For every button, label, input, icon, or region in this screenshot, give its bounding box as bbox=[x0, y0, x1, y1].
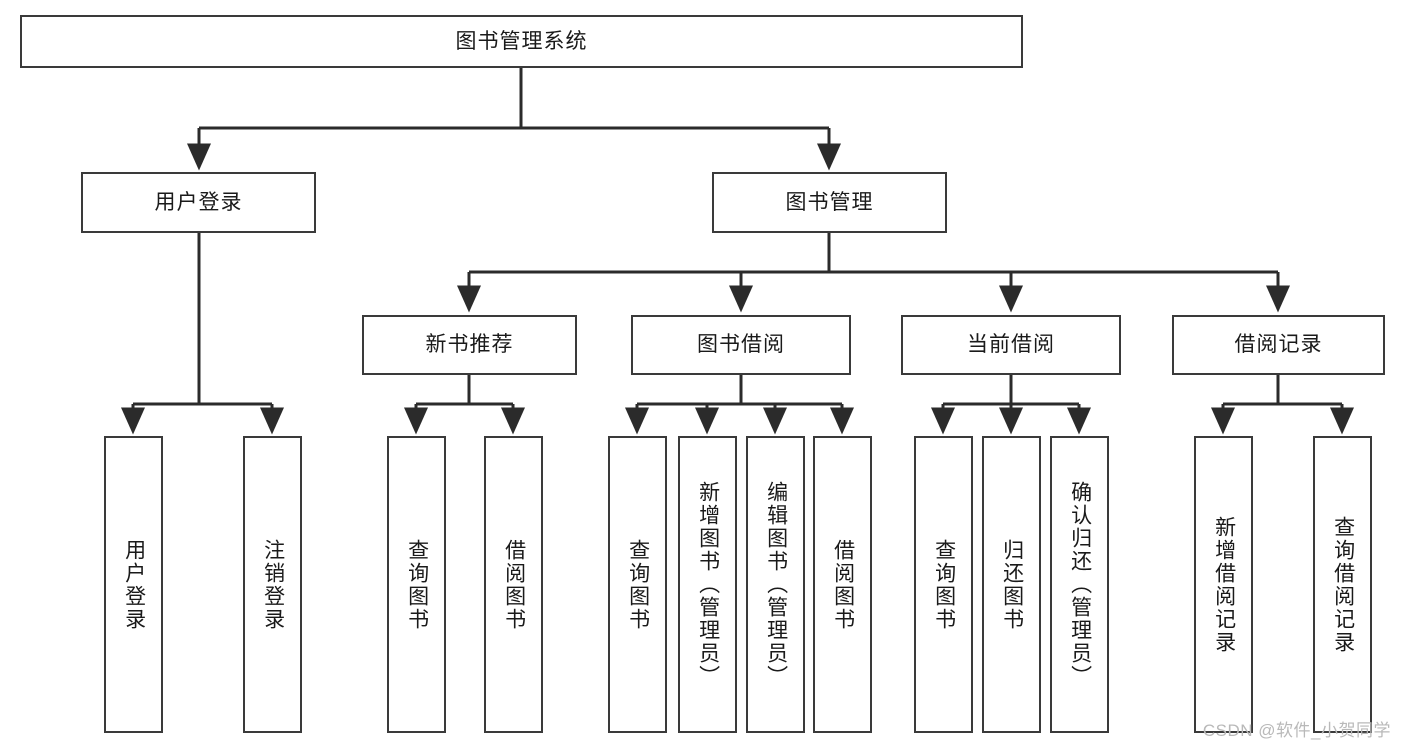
node-leaf-borrow-book-2-label: 借阅图书 bbox=[831, 538, 855, 631]
node-user-login-label: 用户登录 bbox=[154, 190, 243, 214]
watermark-text: CSDN @软件_小贺同学 bbox=[1202, 721, 1391, 740]
node-leaf-query-borrow-record-label: 查询借阅记录 bbox=[1331, 515, 1355, 654]
node-leaf-borrow-book-1[interactable]: 借阅图书 bbox=[484, 436, 543, 733]
node-borrow-record-label: 借阅记录 bbox=[1234, 333, 1323, 357]
node-current-borrow[interactable]: 当前借阅 bbox=[901, 315, 1121, 375]
node-root[interactable]: 图书管理系统 bbox=[20, 15, 1023, 68]
node-leaf-query-book-2-label: 查询图书 bbox=[626, 538, 650, 631]
node-book-management[interactable]: 图书管理 bbox=[712, 172, 947, 233]
node-leaf-logout-login[interactable]: 注销登录 bbox=[243, 436, 302, 733]
node-leaf-confirm-return-admin[interactable]: 确认归还（管理员） bbox=[1050, 436, 1109, 733]
node-leaf-return-book-label: 归还图书 bbox=[1000, 538, 1024, 631]
node-leaf-query-book-1[interactable]: 查询图书 bbox=[387, 436, 446, 733]
node-user-login[interactable]: 用户登录 bbox=[81, 172, 316, 233]
node-leaf-logout-login-label: 注销登录 bbox=[261, 538, 285, 631]
node-leaf-return-book[interactable]: 归还图书 bbox=[982, 436, 1041, 733]
node-leaf-add-borrow-record-label: 新增借阅记录 bbox=[1212, 515, 1236, 654]
node-leaf-borrow-book-1-label: 借阅图书 bbox=[502, 538, 526, 631]
node-leaf-edit-book-admin-label: 编辑图书（管理员） bbox=[764, 481, 788, 688]
node-current-borrow-label: 当前借阅 bbox=[967, 333, 1055, 357]
node-leaf-add-book-admin[interactable]: 新增图书（管理员） bbox=[678, 436, 737, 733]
node-leaf-user-login[interactable]: 用户登录 bbox=[104, 436, 163, 733]
node-new-book-recommend-label: 新书推荐 bbox=[425, 333, 514, 357]
node-borrow-record[interactable]: 借阅记录 bbox=[1172, 315, 1385, 375]
node-leaf-user-login-label: 用户登录 bbox=[122, 538, 146, 631]
node-leaf-query-book-3-label: 查询图书 bbox=[932, 538, 956, 631]
node-leaf-edit-book-admin[interactable]: 编辑图书（管理员） bbox=[746, 436, 805, 733]
node-leaf-query-book-2[interactable]: 查询图书 bbox=[608, 436, 667, 733]
node-leaf-borrow-book-2[interactable]: 借阅图书 bbox=[813, 436, 872, 733]
node-leaf-add-borrow-record[interactable]: 新增借阅记录 bbox=[1194, 436, 1253, 733]
node-leaf-query-book-1-label: 查询图书 bbox=[405, 538, 429, 631]
node-leaf-query-borrow-record[interactable]: 查询借阅记录 bbox=[1313, 436, 1372, 733]
node-root-label: 图书管理系统 bbox=[455, 29, 588, 53]
node-leaf-add-book-admin-label: 新增图书（管理员） bbox=[696, 481, 720, 688]
node-leaf-query-book-3[interactable]: 查询图书 bbox=[914, 436, 973, 733]
node-book-borrow[interactable]: 图书借阅 bbox=[631, 315, 851, 375]
node-book-borrow-label: 图书借阅 bbox=[697, 333, 785, 357]
node-book-management-label: 图书管理 bbox=[785, 190, 874, 214]
node-new-book-recommend[interactable]: 新书推荐 bbox=[362, 315, 577, 375]
node-leaf-confirm-return-admin-label: 确认归还（管理员） bbox=[1068, 481, 1092, 688]
